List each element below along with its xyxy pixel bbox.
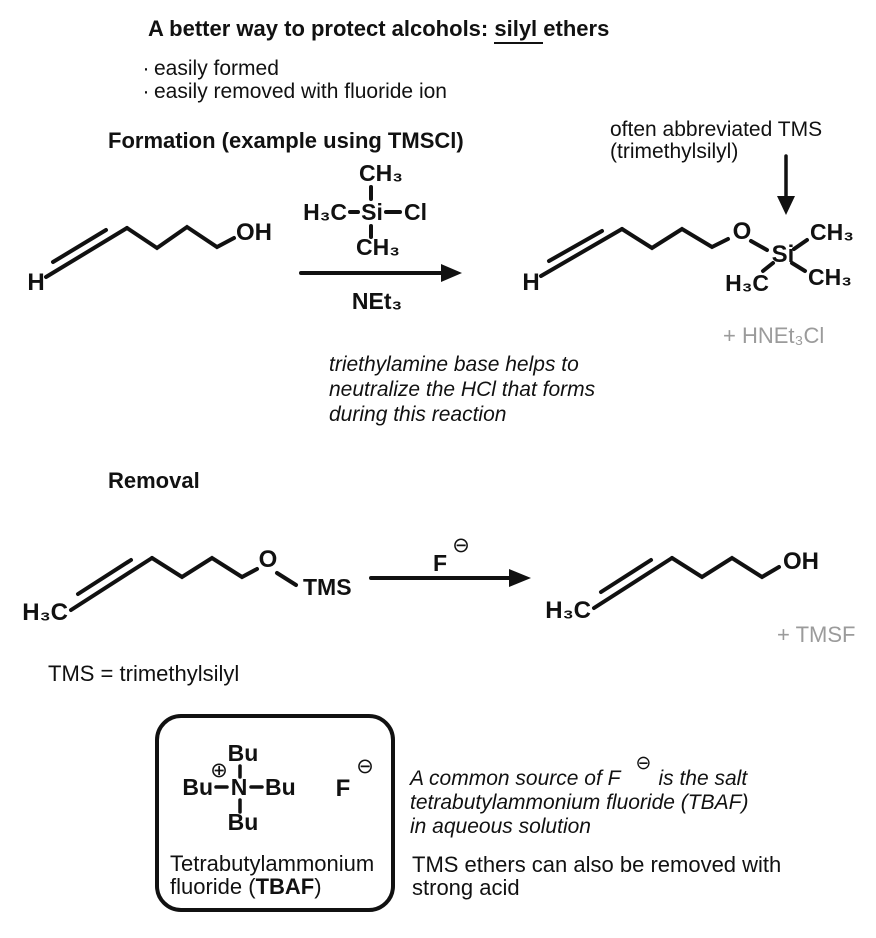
removal-product-structure: H₃C OH + TMSF: [545, 548, 855, 647]
hydroxyl-label: OH: [236, 219, 272, 246]
benefits-list: ·easily formed ·easily removed with fluo…: [138, 57, 447, 103]
note-line: triethylamine base helps to: [329, 353, 579, 376]
source-note-line2: tetrabutylammonium fluoride (TBAF): [410, 791, 749, 814]
strong-acid-note: TMS ethers can also be removed with stro…: [412, 853, 781, 899]
bond-line: [761, 261, 775, 273]
formation-product-structure: H O Si CH₃ CH₃ H₃C + HNEt₃Cl: [522, 218, 854, 348]
title-post: ethers: [543, 16, 610, 41]
removal-reaction-arrow: F ⊖: [369, 534, 531, 587]
methyl-bottom-label: CH₃: [808, 264, 852, 290]
note-line: during this reaction: [329, 403, 507, 426]
formation-reaction-arrow: NEt₃: [299, 264, 462, 314]
list-item: ·easily removed with fluoride ion: [138, 80, 447, 103]
caption-pre: fluoride (: [170, 874, 256, 899]
tms-abbreviation-line2: (trimethylsilyl): [610, 140, 739, 163]
carbon-chain-bond: [620, 226, 730, 251]
terminal-h-label: H: [27, 269, 44, 296]
tmscl-structure: CH₃ H₃C Si Cl CH₃: [303, 160, 427, 260]
fluoride-source-note: A common source of F ⊖ is the salt tetrabu…: [410, 753, 749, 839]
source-note-line3: in aqueous solution: [410, 815, 591, 838]
tbaf-caption: Tetrabutylammonium fluoride (TBAF): [170, 852, 374, 898]
formation-substrate-structure: H OH: [27, 219, 272, 296]
carbon-chain-bond: [150, 555, 259, 580]
triple-bond-line: [76, 558, 133, 596]
triethylamine-note: triethylamine base helps to neutralize t…: [329, 352, 595, 427]
source-pre: A common source of F: [410, 767, 621, 790]
title-pre: A better way to protect alcohols:: [148, 16, 495, 41]
list-item-label: easily formed: [154, 57, 279, 80]
tbaf-caption-line1: Tetrabutylammonium: [170, 851, 375, 876]
acid-note-line2: strong acid: [412, 875, 520, 900]
minus-charge-icon: ⊖: [635, 753, 652, 774]
acid-note-line1: TMS ethers can also be removed with: [412, 852, 782, 877]
nitrogen-label: N: [231, 774, 248, 800]
minus-charge-icon: ⊖: [356, 755, 374, 778]
butyl-top-label: Bu: [228, 740, 259, 766]
source-note-line1: A common source of F ⊖ is the salt: [410, 753, 748, 791]
triple-bond-line: [69, 556, 154, 612]
tbaf-box: [155, 714, 395, 912]
chlorine-label: Cl: [404, 199, 427, 225]
byproduct-label: + TMSF: [777, 622, 855, 647]
tms-abbreviation-note: often abbreviated TMS (trimethylsilyl): [610, 119, 822, 163]
fluoride-label: F: [336, 775, 351, 802]
carbon-chain-bond: [125, 224, 236, 251]
methyl-end-label: H₃C: [22, 599, 68, 626]
triple-bond-line: [44, 226, 129, 279]
triple-bond-line: [539, 227, 624, 278]
title-underlined-word: silyl: [494, 16, 544, 44]
bullet-icon: ·: [142, 57, 150, 80]
bullet-icon: ·: [142, 80, 150, 103]
triple-bond-line: [592, 556, 674, 610]
caption-post: ): [314, 874, 322, 899]
methyl-top-label: CH₃: [810, 219, 854, 245]
butyl-left-label: Bu: [182, 774, 213, 800]
bond-line: [790, 261, 807, 273]
tms-pointer-arrow: [777, 154, 795, 215]
arrowhead-icon: [777, 196, 795, 215]
page-title: A better way to protect alcohols: silyl …: [148, 16, 610, 44]
tbaf-structure: Bu ⊕ Bu N Bu Bu F ⊖: [182, 740, 373, 835]
note-line: neutralize the HCl that forms: [329, 378, 596, 401]
tms-group-label: TMS: [303, 574, 352, 600]
arrowhead-icon: [509, 569, 531, 587]
bond-line: [749, 239, 769, 252]
bond-line: [275, 571, 298, 587]
triple-bond-line: [547, 229, 604, 263]
plus-charge-icon: ⊕: [210, 759, 228, 782]
hydroxyl-label: OH: [783, 548, 819, 575]
removal-heading: Removal: [108, 468, 200, 493]
butyl-right-label: Bu: [265, 774, 296, 800]
methyl-top-label: CH₃: [359, 160, 403, 186]
triple-bond-line: [51, 228, 108, 264]
base-reagent-label: NEt₃: [352, 288, 402, 314]
silicon-label: Si: [361, 199, 383, 225]
butyl-bottom-label: Bu: [228, 809, 259, 835]
triple-bond-line: [599, 558, 653, 594]
bond-line: [792, 238, 809, 251]
carbon-chain-bond: [670, 555, 781, 580]
minus-charge-icon: ⊖: [452, 534, 470, 557]
ether-oxygen-label: O: [733, 218, 752, 245]
tbaf-caption-line2: fluoride (TBAF): [170, 875, 374, 898]
byproduct-label: + HNEt₃Cl: [723, 323, 824, 348]
fluoride-label: F: [433, 550, 447, 576]
methyl-bottom-label: CH₃: [356, 234, 400, 260]
removal-substrate-structure: H₃C O TMS: [22, 546, 351, 626]
list-item-label: easily removed with fluoride ion: [154, 80, 447, 103]
tms-definition: TMS = trimethylsilyl: [48, 661, 240, 686]
methyl-left-label: H₃C: [303, 199, 347, 225]
list-item: ·easily formed: [138, 57, 447, 80]
terminal-h-label: H: [522, 269, 539, 296]
methyl-left-label: H₃C: [725, 270, 769, 296]
tms-abbreviation-line1: often abbreviated TMS: [610, 118, 823, 141]
source-post: is the salt: [658, 767, 748, 790]
silicon-label: Si: [772, 241, 795, 268]
tbaf-acronym: TBAF: [255, 874, 315, 899]
formation-heading: Formation (example using TMSCl): [108, 128, 464, 153]
arrowhead-icon: [441, 264, 462, 282]
ether-oxygen-label: O: [259, 546, 278, 573]
methyl-end-label: H₃C: [545, 597, 591, 624]
